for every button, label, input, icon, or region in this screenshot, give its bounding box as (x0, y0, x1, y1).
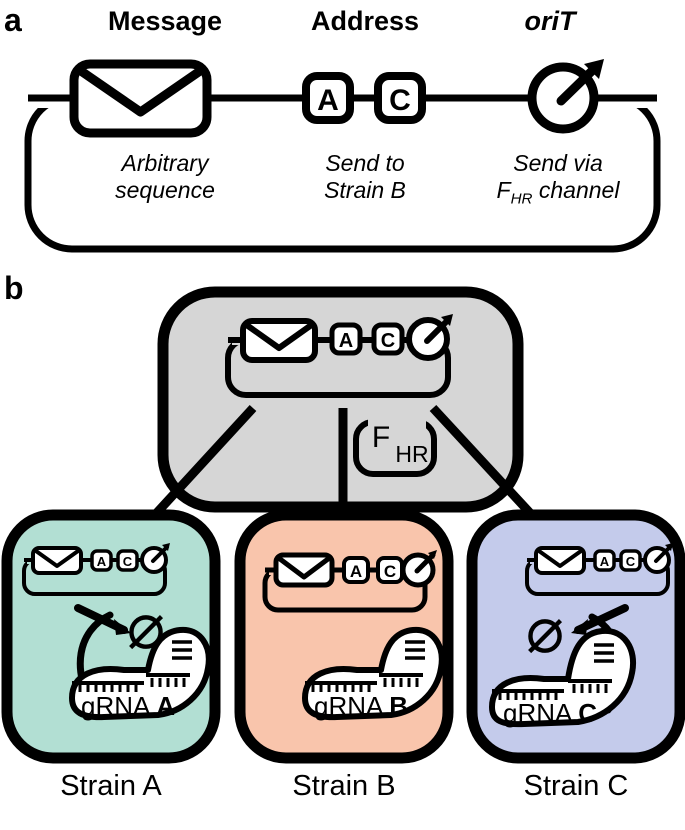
address-letter-a-icon: A (302, 72, 354, 124)
donor-letter-a-text: A (339, 330, 353, 352)
orit-circle-arrow-icon (527, 59, 604, 134)
strain-b-letter-a-text: A (350, 562, 362, 581)
panel-b-schematic: A C F HR (1, 286, 685, 764)
strain-a-grna: gRNA A (69, 626, 212, 721)
strain-a-letter-c-text: C (123, 554, 133, 569)
strain-b-grna-label-pre: gRNA (314, 691, 389, 721)
strain-b-grna-label-bold: B (389, 691, 408, 721)
strain-label-b: Strain B (292, 770, 396, 802)
strain-a-orit-icon (140, 543, 170, 574)
caption-address-line2: Strain B (324, 177, 406, 204)
strain-c-grna-ticks (492, 679, 612, 700)
address-letter-a-text: A (317, 84, 339, 117)
strain-c-degradation-symbol: ⌀ (526, 594, 565, 666)
column-caption-orit: Send via FHR channel (448, 150, 668, 209)
strain-label-a: Strain A (60, 770, 162, 802)
donor-orit-icon (406, 314, 453, 361)
figure-root: a Message Address oriT A C (1, 2, 685, 802)
strain-a-grna-label-pre: gRNA (81, 691, 156, 721)
strain-label-c: Strain C (523, 770, 629, 802)
caption-message-line2: sequence (115, 177, 215, 204)
strain-c-grna-hairpin-ticks (594, 643, 614, 663)
strain-c-cell: A C ⌀ (466, 509, 685, 764)
envelope-icon (69, 59, 212, 138)
strain-c-message-plasmid: A C (525, 543, 673, 596)
strain-b-envelope-icon (273, 552, 335, 588)
strain-b-address-letter-c-icon: C (376, 556, 404, 584)
column-heading-message: Message (107, 6, 223, 36)
helper-plasmid-label-sub: HR (395, 441, 428, 467)
strain-a-grna-label: gRNA A (81, 691, 175, 721)
strain-b-letter-c-text: C (384, 562, 396, 581)
caption-message-line1: Arbitrary (121, 150, 209, 176)
address-letter-c-text: C (389, 84, 411, 117)
strain-b-message-plasmid: A C (262, 550, 437, 613)
caption-orit-f: F (496, 177, 511, 204)
strain-a-message-plasmid: A C (22, 543, 170, 596)
strain-a-grna-ticks (72, 673, 190, 692)
strain-c-orit-icon (643, 543, 673, 574)
caption-orit-channel: channel (532, 177, 620, 204)
column-heading-orit: oriT (524, 6, 576, 36)
column-caption-message: Arbitrary sequence (55, 150, 275, 204)
strain-b-cell: A C (234, 509, 454, 764)
column-heading-address: Address (310, 6, 420, 36)
address-letter-c-icon: C (374, 72, 426, 124)
donor-message-plasmid: A C (225, 314, 453, 398)
caption-orit-hr: HR (510, 190, 533, 208)
strain-a-address-letter-a-icon: A (90, 549, 113, 572)
strain-c-grna-label-bold: C (578, 698, 597, 728)
strain-a-cell: A C ⌀ (1, 509, 221, 764)
strain-c-address-letter-a-icon: A (593, 549, 616, 572)
helper-plasmid-fhr: F HR (353, 416, 437, 477)
strain-b-grna: gRNA B (302, 626, 445, 721)
strain-c-letter-a-text: A (600, 554, 610, 569)
panel-a-schematic: A C (24, 59, 661, 253)
strain-a-grna-hairpin-ticks (172, 640, 192, 660)
strain-a-grna-label-bold: A (156, 691, 175, 721)
donor-address-letter-a-icon: A (329, 322, 363, 356)
strain-c-letter-c-text: C (626, 554, 636, 569)
strain-c-address-letter-c-icon: C (619, 549, 642, 572)
strain-a-address-letter-c-icon: C (116, 549, 139, 572)
strain-b-grna-label: gRNA B (314, 691, 408, 721)
strain-c-grna: gRNA C (489, 627, 637, 728)
column-caption-address: Send to Strain B (255, 150, 475, 204)
donor-letter-c-text: C (381, 330, 395, 352)
caption-orit-line2: FHR channel (448, 177, 668, 209)
strain-c-envelope-icon (534, 546, 586, 575)
panel-a-letter: a (4, 2, 22, 38)
panel-b-letter: b (4, 270, 24, 306)
donor-address-letter-c-icon: C (371, 322, 405, 356)
strain-a-letter-a-text: A (97, 554, 107, 569)
strain-b-address-letter-a-icon: A (342, 556, 370, 584)
strain-b-grna-ticks (305, 673, 423, 692)
caption-address-line1: Send to (325, 150, 405, 176)
helper-plasmid-label-main: F (372, 421, 390, 454)
strain-c-grna-label-pre: gRNA (503, 698, 578, 728)
strain-a-envelope-icon (31, 546, 83, 575)
donor-envelope-icon (240, 318, 318, 363)
caption-orit-line1: Send via (513, 150, 603, 176)
strain-b-grna-hairpin-ticks (405, 640, 425, 660)
strain-b-orit-icon (400, 550, 437, 588)
strain-c-grna-label: gRNA C (503, 698, 597, 728)
